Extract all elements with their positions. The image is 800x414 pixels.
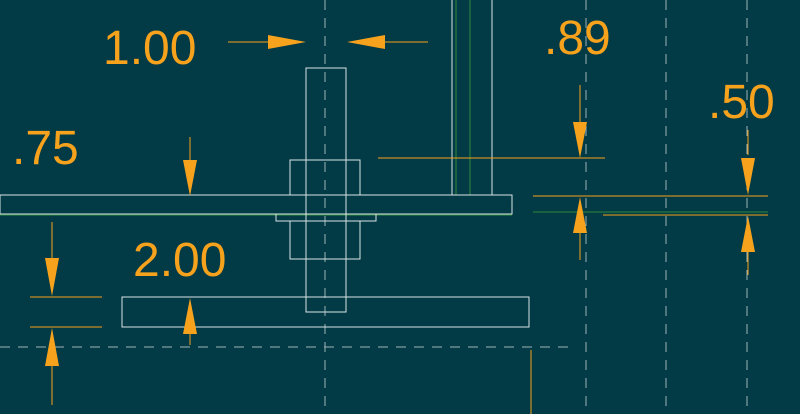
part-geometry (0, 0, 530, 328)
bolt-shank (305, 67, 347, 313)
arrow-up-icon (45, 328, 59, 366)
reference-lines (0, 0, 768, 216)
dimension-bolt-width[interactable]: 1.00 (103, 22, 196, 75)
upper-plate (0, 194, 513, 215)
dimension-lower-gap[interactable]: 2.00 (133, 234, 226, 287)
arrow-up-icon (573, 197, 587, 233)
dimension-arrows (45, 35, 755, 366)
arrow-down-icon (183, 160, 197, 196)
arrow-right-icon (268, 35, 306, 49)
nut-lower (289, 220, 361, 260)
base-plate (121, 296, 530, 328)
arrow-up-icon (183, 298, 197, 334)
arrow-left-icon (347, 35, 385, 49)
arrow-down-icon (573, 122, 587, 158)
dimension-left-thickness[interactable]: .75 (12, 122, 79, 175)
nut-upper (289, 159, 361, 196)
dimension-right-thickness[interactable]: .50 (708, 76, 775, 129)
arrow-up-icon (741, 216, 755, 252)
arrow-down-icon (45, 258, 59, 296)
dimension-lines (30, 41, 768, 414)
centerlines (0, 0, 748, 414)
arrow-down-icon (741, 158, 755, 195)
dimension-top-spacing[interactable]: .89 (544, 12, 611, 65)
